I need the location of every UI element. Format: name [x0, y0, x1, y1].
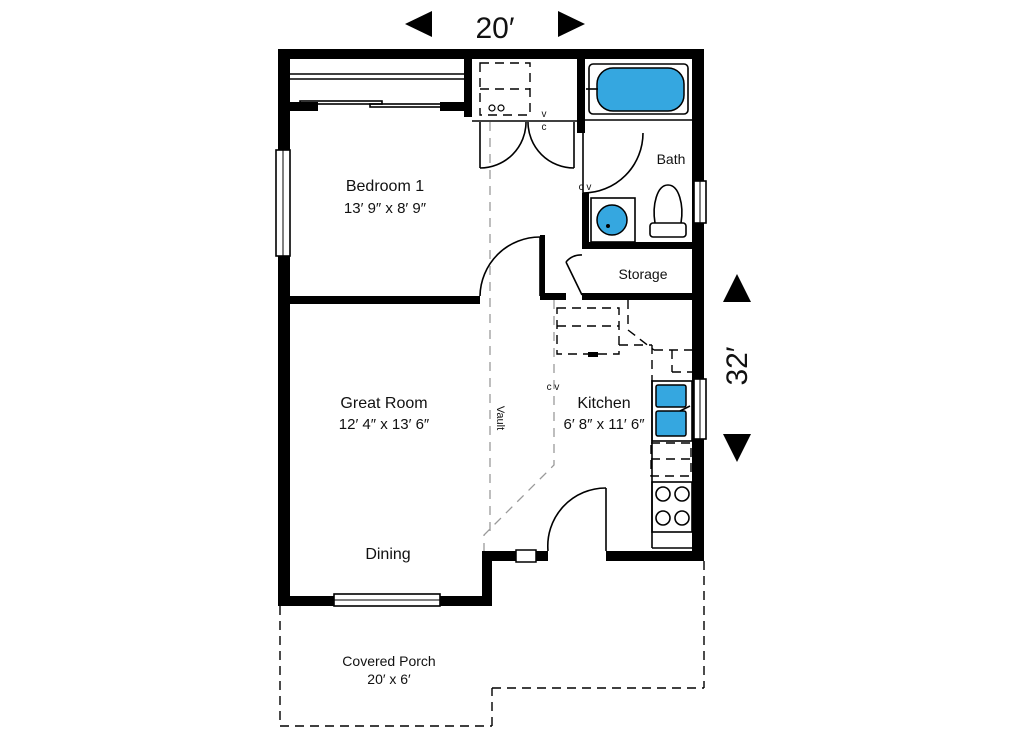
- washer-dryer: [472, 62, 580, 122]
- porch-size: 20′ x 6′: [367, 671, 411, 687]
- depth-dimension: 32′: [721, 346, 754, 385]
- vault-label: Vault: [494, 406, 506, 430]
- kitchen-size: 6′ 8″ x 11′ 6″: [563, 416, 645, 433]
- entry-door: [546, 487, 607, 552]
- bath-door: [582, 132, 644, 194]
- bathtub: [585, 63, 692, 121]
- exterior-walls: [278, 49, 704, 606]
- kitchen-sink: [651, 380, 693, 442]
- windows: [275, 149, 707, 607]
- bedroom-closet: [290, 73, 464, 108]
- arrow-down-icon: [723, 434, 751, 462]
- porch-name: Covered Porch: [342, 653, 435, 669]
- fridge-box: [588, 352, 598, 357]
- cv-marker-kitchen: c v: [547, 382, 560, 393]
- great-room-name: Great Room: [340, 395, 427, 412]
- stove: [651, 481, 693, 533]
- storage-door: [565, 254, 583, 296]
- kitchen-name: Kitchen: [577, 395, 630, 412]
- v-marker: v: [542, 109, 547, 120]
- dining-label: Dining: [365, 546, 410, 563]
- storage-label: Storage: [618, 266, 667, 282]
- arrow-left-icon: [405, 11, 432, 37]
- bedroom-name: Bedroom 1: [346, 178, 424, 195]
- cv-marker-bath: c v: [579, 182, 592, 193]
- arrow-up-icon: [723, 274, 751, 302]
- arrow-right-icon: [558, 11, 585, 37]
- bedroom-size: 13′ 9″ x 8′ 9″: [344, 200, 427, 217]
- toilet: [649, 184, 687, 238]
- closet-bifold-doors: [479, 121, 575, 169]
- interior-walls: [278, 59, 694, 304]
- bath-sink: [590, 197, 636, 243]
- c-marker: c: [542, 122, 547, 133]
- great-room-size: 12′ 4″ x 13′ 6″: [339, 416, 430, 433]
- porch-outline: [279, 561, 705, 727]
- vault-line-kitchen: [483, 300, 555, 551]
- bedroom-door: [479, 236, 541, 297]
- width-dimension: 20′: [476, 12, 515, 45]
- bath-label: Bath: [657, 151, 686, 167]
